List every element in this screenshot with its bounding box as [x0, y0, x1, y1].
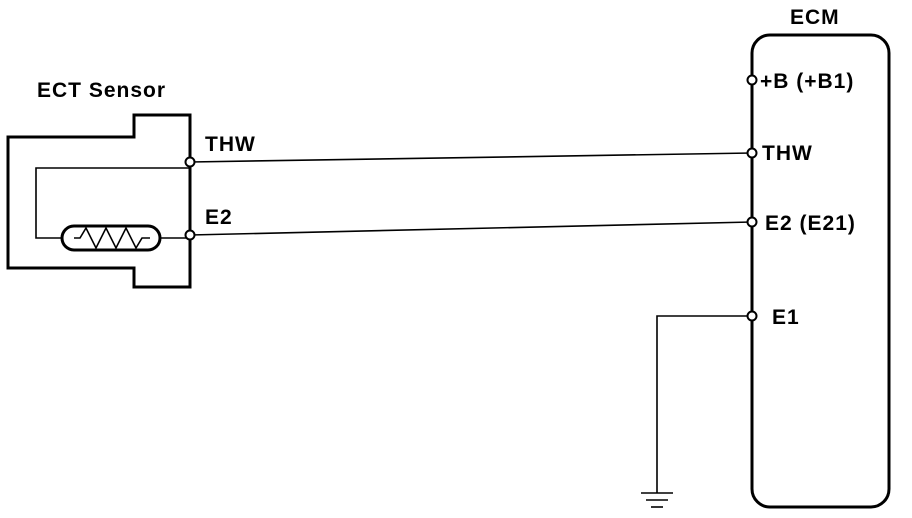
ecm-title: ECM	[790, 6, 840, 29]
ecm-b-plus-terminal	[746, 74, 758, 86]
sensor-thw-label: THW	[205, 133, 256, 156]
ecm-e2-label: E2 (E21)	[765, 212, 856, 235]
ecm-e1-label: E1	[772, 306, 800, 329]
ecm-box	[750, 33, 891, 509]
ect-sensor-body	[6, 113, 192, 289]
sensor-internal-wire	[35, 167, 190, 239]
e1-ground-wire	[656, 315, 752, 493]
sensor-e2-terminal	[184, 229, 196, 241]
sensor-e2-label: E2	[205, 206, 233, 229]
e2-wire	[189, 221, 753, 236]
ect-sensor-title: ECT Sensor	[37, 79, 166, 102]
ecm-b-plus-label: +B (+B1)	[760, 70, 854, 93]
sensor-thw-terminal	[184, 156, 196, 168]
ecm-thw-label: THW	[762, 142, 813, 165]
ecm-e2-terminal	[746, 216, 758, 228]
thw-wire	[189, 152, 753, 163]
ecm-e1-terminal	[746, 310, 758, 322]
thermistor-icon	[60, 224, 162, 252]
ground-symbol-icon	[641, 492, 673, 508]
ecm-thw-terminal	[746, 147, 758, 159]
